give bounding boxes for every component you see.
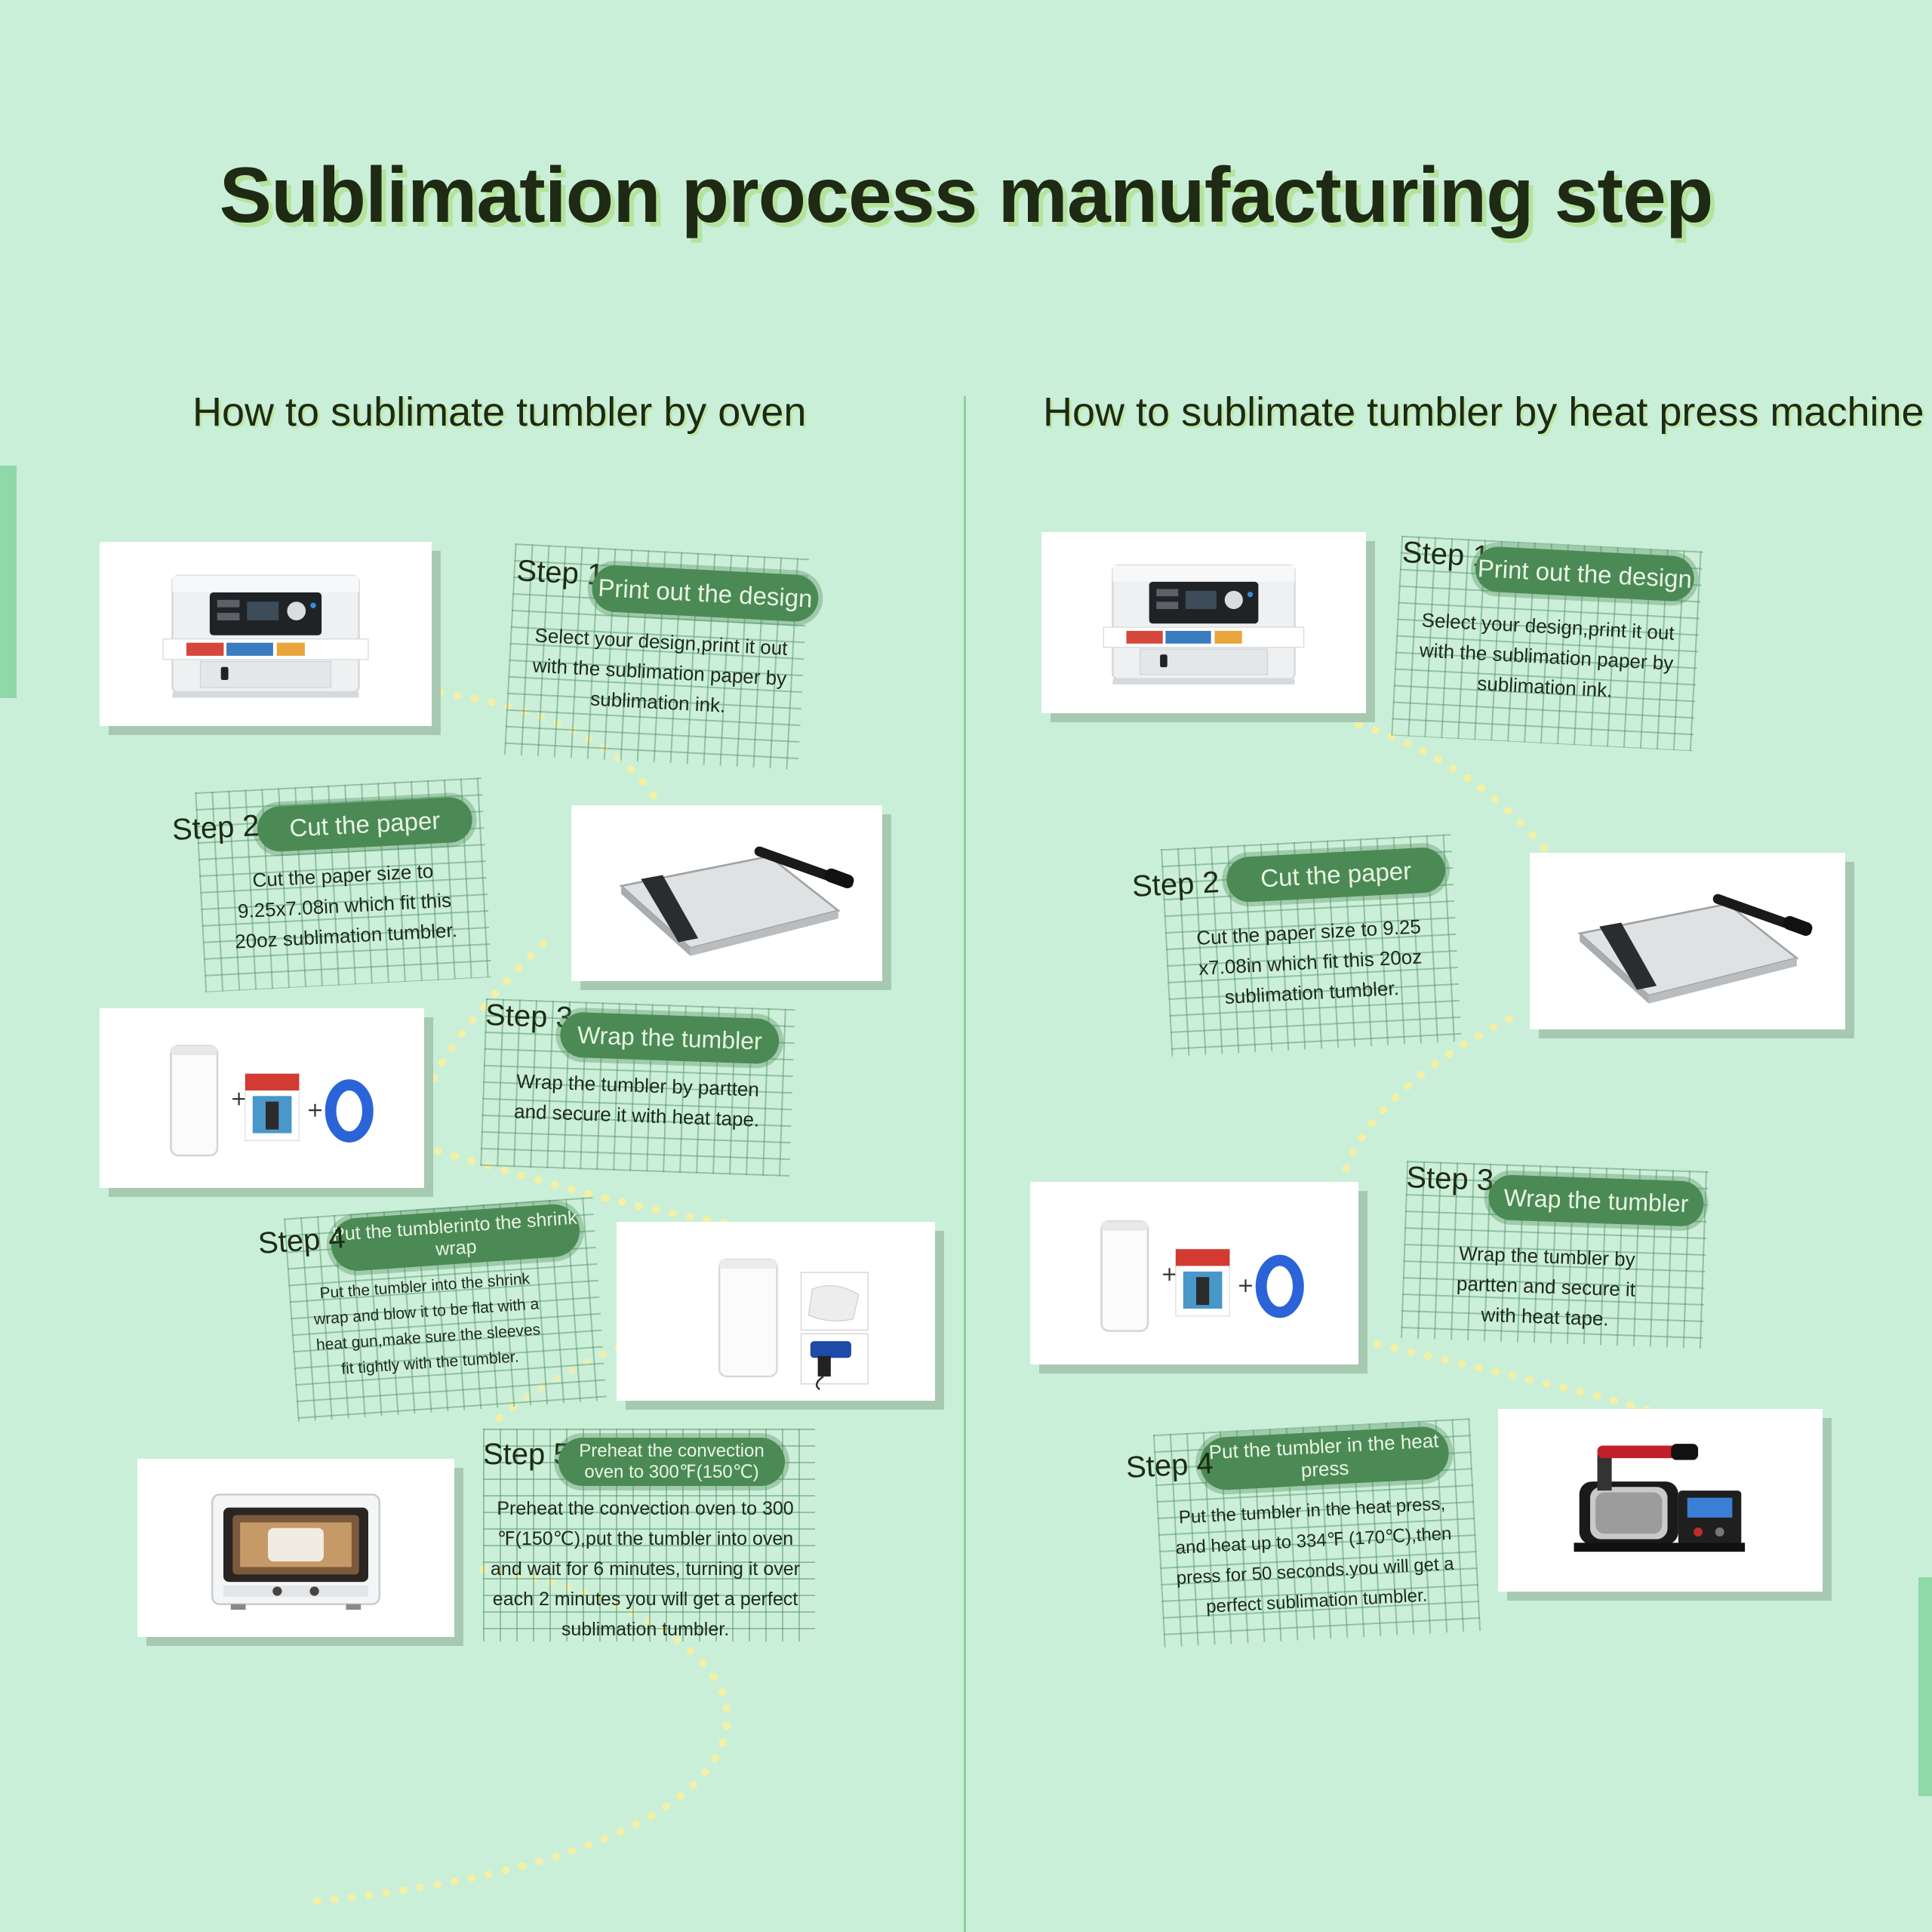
oven-step-5-card: Step 5 Preheat the convection oven to 30… [483, 1429, 815, 1641]
step-title: Print out the design [591, 564, 820, 623]
step-label: Step 5 [483, 1438, 571, 1471]
step-title: Preheat the convection oven to 300℉(150℃… [558, 1438, 785, 1486]
section-title-press: How to sublimate tumbler by heat press m… [1043, 389, 1924, 435]
step-description: Wrap the tumbler by partten and secure i… [1456, 1241, 1636, 1331]
mug-heat-press-image [1498, 1409, 1823, 1592]
paper-cutter-image [1530, 853, 1845, 1029]
step-label: Step 4 [1124, 1447, 1214, 1484]
shrink-wrap-heat-gun-image [617, 1222, 935, 1401]
step-title: Put the tumblerinto the shrink wrap [329, 1202, 582, 1273]
step-label: Step 3 [1405, 1161, 1494, 1198]
press-step-3-card: Step 3 Wrap the tumbler Wrap the tumbler… [1401, 1161, 1709, 1349]
step-label: Step 2 [171, 809, 260, 847]
step-description: Cut the paper size to 9.25x7.08in which … [234, 859, 458, 953]
step-label: Step 2 [1131, 866, 1220, 903]
step-title: Print out the design [1474, 545, 1696, 603]
step-title: Cut the paper [1225, 846, 1447, 903]
printer-image [100, 542, 432, 726]
printer-image [1041, 532, 1366, 713]
step-title: Cut the paper [256, 795, 474, 853]
tumbler-paper-tape-image [1030, 1182, 1358, 1364]
step-title: Put the tumbler in the heat press [1198, 1425, 1451, 1491]
step-description: Select your design,print it out with the… [1419, 608, 1675, 702]
column-divider [964, 396, 966, 1932]
oven-step-3-card: Step 3 Wrap the tumbler Wrap the tumbler… [480, 998, 795, 1177]
left-accent-bar [0, 466, 17, 698]
step-description: Put the tumbler into the shrink wrap and… [313, 1270, 541, 1378]
convection-oven-image [137, 1459, 454, 1637]
step-title: Wrap the tumbler [559, 1011, 780, 1065]
right-accent-bar [1918, 1577, 1932, 1796]
oven-step-1-card: Step 1 Print out the design Select your … [503, 543, 820, 771]
step-description: Preheat the convection oven to 300 ℉(150… [491, 1498, 800, 1640]
step-description: Select your design,print it out with the… [532, 623, 789, 717]
section-title-oven: How to sublimate tumbler by oven [192, 389, 807, 435]
step-description: Put the tumbler in the heat press, and h… [1175, 1494, 1455, 1617]
step-title: Wrap the tumbler [1487, 1174, 1705, 1227]
press-step-1-card: Step 1 Print out the design Select your … [1391, 535, 1703, 752]
paper-cutter-image [571, 805, 882, 981]
page-title: Sublimation process manufacturing step [219, 152, 1714, 239]
step-label: Step 4 [257, 1221, 347, 1260]
step-description: Cut the paper size to 9.25 x7.08in which… [1195, 915, 1423, 1009]
tumbler-paper-tape-image [100, 1008, 424, 1188]
step-description: Wrap the tumbler by partten and secure i… [513, 1069, 760, 1131]
